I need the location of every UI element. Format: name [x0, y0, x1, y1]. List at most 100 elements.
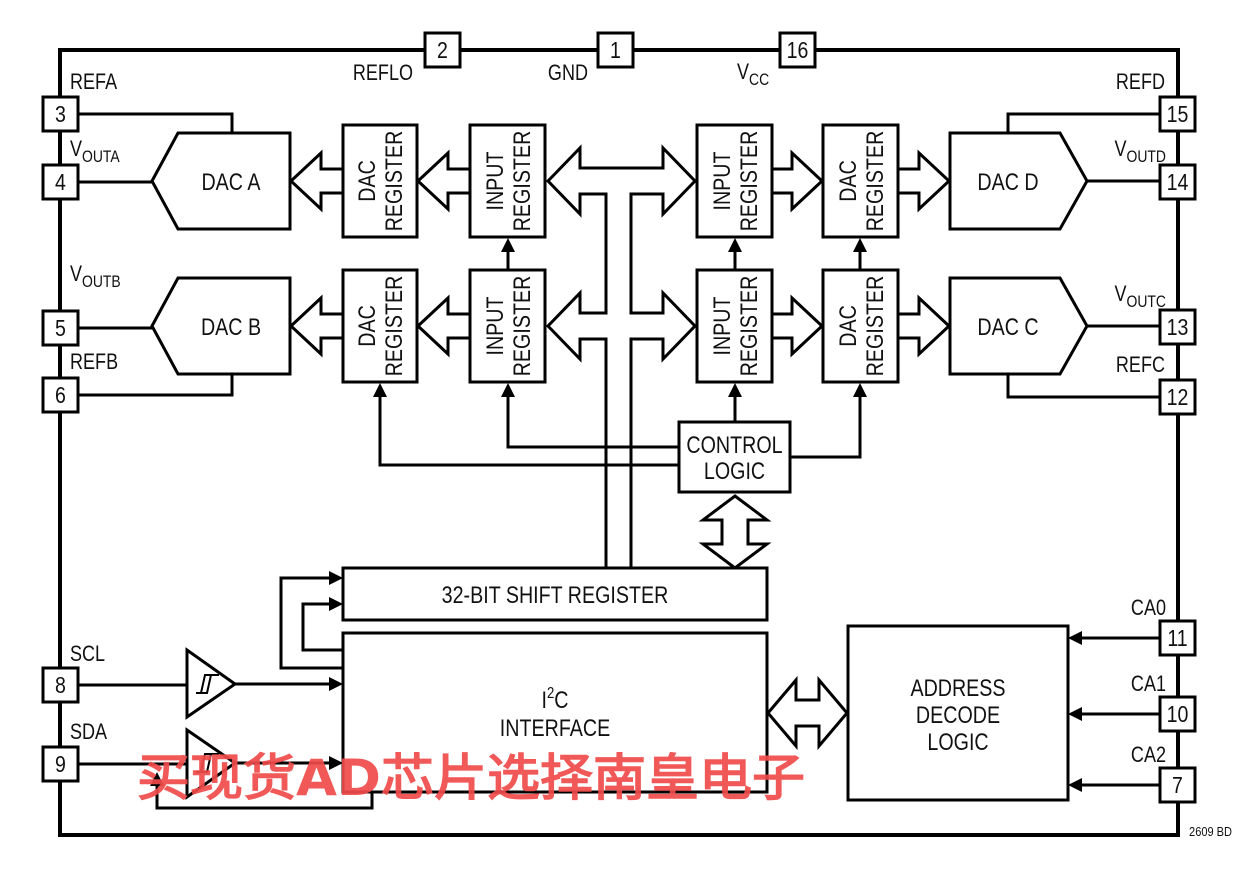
- input-register-a-line2: REGISTER: [508, 131, 535, 232]
- dac-d-shape: [948, 131, 1089, 231]
- pin-4-box: [41, 163, 80, 201]
- pin-5-box: [41, 309, 80, 347]
- pin-10-number: 10: [1167, 702, 1189, 728]
- dac-register-b-line1: DAC: [353, 305, 380, 347]
- dac-register-d-line2: REGISTER: [861, 131, 888, 232]
- pin-14-label: VOUTD: [1114, 137, 1166, 166]
- pin-5-label: VOUTB: [70, 262, 121, 291]
- arrow-input-to-dacreg-d: [770, 149, 825, 213]
- pin-10-box: [1158, 695, 1197, 733]
- input-register-a-line1: INPUT: [481, 151, 508, 210]
- arrowhead-i2c-to-shift-outer: [329, 571, 343, 585]
- i2c-prefix: I: [542, 686, 547, 713]
- registers: [341, 123, 900, 384]
- control-logic-box: [677, 420, 792, 494]
- arrowhead-i2c-to-shift-inner: [329, 597, 343, 611]
- i2c-interface-box: [341, 631, 769, 794]
- dac-register-a-line1: DAC: [353, 160, 380, 202]
- wire-refa: [78, 112, 234, 133]
- pin-11-label: CA0: [1131, 596, 1166, 620]
- pin-labels: REFLO GND VCC REFA VOUTA VOUTB REFB SCL …: [70, 60, 1166, 767]
- pin-2-label: REFLO: [353, 61, 413, 85]
- pin-8-label: SCL: [70, 642, 105, 666]
- input-register-c-line2: REGISTER: [735, 276, 762, 377]
- wire-i2c-to-shift-outer: [279, 576, 343, 670]
- wire-control-to-input-b: [506, 395, 679, 449]
- scl-schmitt-buffer: [185, 647, 238, 720]
- pin-4-label-main: V: [70, 137, 83, 161]
- wire-control-to-dacreg-b: [378, 395, 679, 467]
- pin-5-label-main: V: [70, 262, 83, 286]
- pin-10-label: CA1: [1131, 672, 1166, 696]
- dac-register-c-line2: REGISTER: [861, 276, 888, 377]
- i2c-interface-line1: I2C: [542, 685, 569, 714]
- pin-3-number: 3: [55, 102, 66, 128]
- pin-14-number: 14: [1167, 170, 1189, 196]
- input-register-c-line1: INPUT: [708, 296, 735, 355]
- arrow-dacreg-to-dac-b: [288, 294, 345, 358]
- pin-15-number: 15: [1167, 102, 1189, 128]
- address-decode-box: [846, 624, 1070, 802]
- dac-b-label: DAC B: [201, 313, 261, 340]
- input-register-b-line1: INPUT: [481, 296, 508, 355]
- arrowhead-ca1: [1068, 707, 1082, 721]
- arrowhead-control-to-dacreg-b: [373, 383, 387, 397]
- pin-3-label: REFA: [70, 70, 118, 94]
- wires: [78, 112, 1160, 810]
- arrowhead-load-dacreg-d: [853, 238, 867, 252]
- pin-7-box: [1158, 766, 1197, 804]
- pins: 2 1 16 3 4 5 6 8 9 15 14 13 12 11 10 7: [41, 31, 1197, 804]
- pin-16-label: VCC: [737, 60, 769, 89]
- dac-register-c-line1: DAC: [834, 305, 861, 347]
- dac-c-label: DAC C: [977, 313, 1038, 340]
- pin-4-label: VOUTA: [70, 137, 120, 166]
- pin-8-number: 8: [55, 673, 66, 699]
- address-decode-line1: ADDRESS: [910, 674, 1005, 701]
- arrowhead-load-input-a: [501, 238, 515, 252]
- dac-register-a-line2: REGISTER: [380, 131, 407, 232]
- i2c-interface-line2: INTERFACE: [500, 714, 610, 741]
- pin-9-number: 9: [55, 752, 66, 778]
- pin-6-number: 6: [55, 383, 66, 409]
- dac-a-label: DAC A: [201, 168, 260, 195]
- watermark: 买现货AD芯片选择南皇电子: [137, 749, 805, 807]
- pin-2-box: [423, 31, 462, 69]
- arrow-dacreg-to-dac-c: [896, 294, 952, 358]
- pin-12-label: REFC: [1116, 353, 1165, 377]
- dac-register-d-line1: DAC: [834, 160, 861, 202]
- input-register-d-line2: REGISTER: [735, 131, 762, 232]
- arrow-input-to-dacreg-a: [415, 149, 472, 213]
- pin-12-box: [1158, 378, 1197, 416]
- input-register-d-line1: INPUT: [708, 151, 735, 210]
- pin-3-box: [41, 95, 80, 133]
- arrowhead-scl-out: [329, 677, 343, 691]
- arrow-i2c-address-bidirectional: [766, 675, 849, 751]
- wire-sda-feedback: [155, 786, 374, 810]
- wire-refc: [1006, 374, 1160, 399]
- pin-4-label-sub: OUTA: [82, 148, 120, 167]
- arrowhead-control-to-input-b: [501, 383, 515, 397]
- pin-1-box: [596, 31, 635, 69]
- arrowhead-sda-out: [329, 756, 343, 770]
- i2c-superscript: 2: [547, 685, 554, 702]
- arrow-input-to-dacreg-b: [415, 294, 472, 358]
- dac-c-shape: [948, 276, 1089, 376]
- pin-11-box: [1158, 619, 1197, 657]
- pin-4-number: 4: [55, 170, 66, 196]
- i2c-suffix: C: [554, 686, 568, 713]
- arrowhead-control-to-dacreg-c: [853, 383, 867, 397]
- wire-control-to-dacreg-c: [790, 395, 862, 459]
- pin-14-box: [1158, 163, 1197, 201]
- pin-16-number: 16: [787, 38, 809, 64]
- arrow-dacreg-to-dac-d: [896, 149, 952, 213]
- pin-13-label: VOUTC: [1114, 282, 1166, 311]
- pin-13-label-main: V: [1114, 282, 1127, 306]
- pin-13-number: 13: [1167, 315, 1189, 341]
- pin-14-label-sub: OUTD: [1127, 148, 1166, 167]
- pin-11-number: 11: [1167, 626, 1187, 652]
- pin-16-box: [778, 31, 817, 69]
- dac-d-label: DAC D: [977, 168, 1038, 195]
- pin-14-label-main: V: [1114, 137, 1127, 161]
- wire-refb: [78, 374, 234, 397]
- arrow-dacreg-to-dac-a: [288, 149, 345, 213]
